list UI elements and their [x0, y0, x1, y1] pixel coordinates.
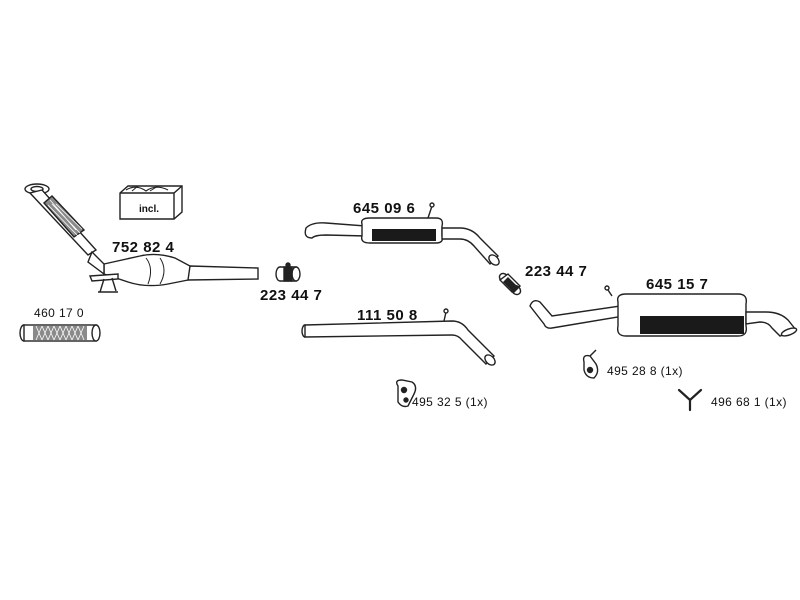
part-number-catalytic-converter: 752 82 4: [112, 239, 175, 256]
part-number-intermediate-pipe: 111 50 8: [357, 307, 418, 324]
part-number-rear-silencer: 645 15 7: [646, 276, 709, 293]
clamp-front-drawing: [275, 262, 301, 282]
part-number-rubber-mount-a: 495 32 5: [412, 395, 462, 409]
rubber-mount-a-drawing: [395, 379, 417, 408]
catalytic-converter-drawing: [24, 183, 259, 293]
intermediate-pipe-drawing: [301, 308, 496, 366]
quantity-y-hanger: (1x): [764, 395, 787, 409]
part-number-clamp-front: 223 44 7: [260, 287, 323, 304]
part-number-flex-pipe: 460 17 0: [34, 306, 84, 320]
rubber-mount-b-drawing: [582, 349, 599, 379]
front-silencer-drawing: [304, 202, 500, 266]
clamp-rear-drawing: [498, 272, 522, 296]
part-label-rubber-mount-b: 495 28 8 (1x): [607, 365, 683, 377]
quantity-rubber-mount-b: (1x): [660, 364, 683, 378]
part-number-clamp-rear: 223 44 7: [525, 263, 588, 280]
part-label-y-hanger: 496 68 1 (1x): [711, 396, 787, 408]
y-hanger-drawing: [677, 388, 703, 412]
part-number-y-hanger: 496 68 1: [711, 395, 761, 409]
mounting-kit-box: [119, 185, 183, 220]
rear-silencer-drawing: [529, 285, 798, 337]
quantity-rubber-mount-a: (1x): [465, 395, 488, 409]
mounting-kit-note: incl.: [139, 204, 160, 215]
part-number-front-silencer: 645 09 6: [353, 200, 416, 217]
part-number-rubber-mount-b: 495 28 8: [607, 364, 657, 378]
flex-pipe-drawing: [19, 324, 101, 342]
part-label-rubber-mount-a: 495 32 5 (1x): [412, 396, 488, 408]
